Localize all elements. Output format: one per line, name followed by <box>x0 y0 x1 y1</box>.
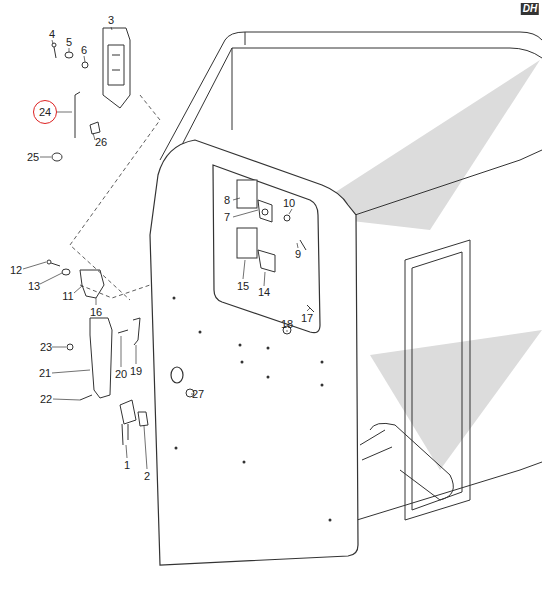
callout-number: 9 <box>295 248 301 260</box>
callout-number: 14 <box>258 286 270 298</box>
highlight-circle: 24 <box>33 100 57 124</box>
callout-number: 12 <box>10 264 22 276</box>
callout-number: 7 <box>224 211 230 223</box>
lock-assembly <box>47 28 194 445</box>
door-holes <box>173 297 332 522</box>
callout-number: 1 <box>124 459 130 471</box>
door-panel <box>150 140 358 565</box>
callout-number: 20 <box>115 368 127 380</box>
callout-number: 24 <box>39 106 51 118</box>
assembly-lines <box>70 95 160 300</box>
callout-number: 23 <box>40 341 52 353</box>
callout-number: 4 <box>49 28 55 40</box>
callout-number: 26 <box>95 136 107 148</box>
leader-lines <box>23 27 310 469</box>
callout-number: 18 <box>281 318 293 330</box>
brand-logo: DH <box>521 3 539 15</box>
callout-number: 11 <box>62 290 73 302</box>
callout-number: 25 <box>27 151 39 163</box>
callout-number: 6 <box>81 44 87 56</box>
callout-number: 15 <box>237 280 249 292</box>
callout-number: 22 <box>40 393 52 405</box>
callout-number: 3 <box>108 14 114 26</box>
striker-brackets <box>237 180 314 334</box>
callout-number: 10 <box>283 197 295 209</box>
callout-number: 5 <box>66 36 72 48</box>
callout-number: 27 <box>192 388 204 400</box>
callout-number: 2 <box>144 470 150 482</box>
callout-number: 8 <box>224 194 230 206</box>
callout-number: 16 <box>90 306 102 318</box>
callout-number: 21 <box>39 367 51 379</box>
callout-number: 17 <box>301 312 313 324</box>
callout-number: 19 <box>130 365 142 377</box>
callout-number: 13 <box>28 280 40 292</box>
